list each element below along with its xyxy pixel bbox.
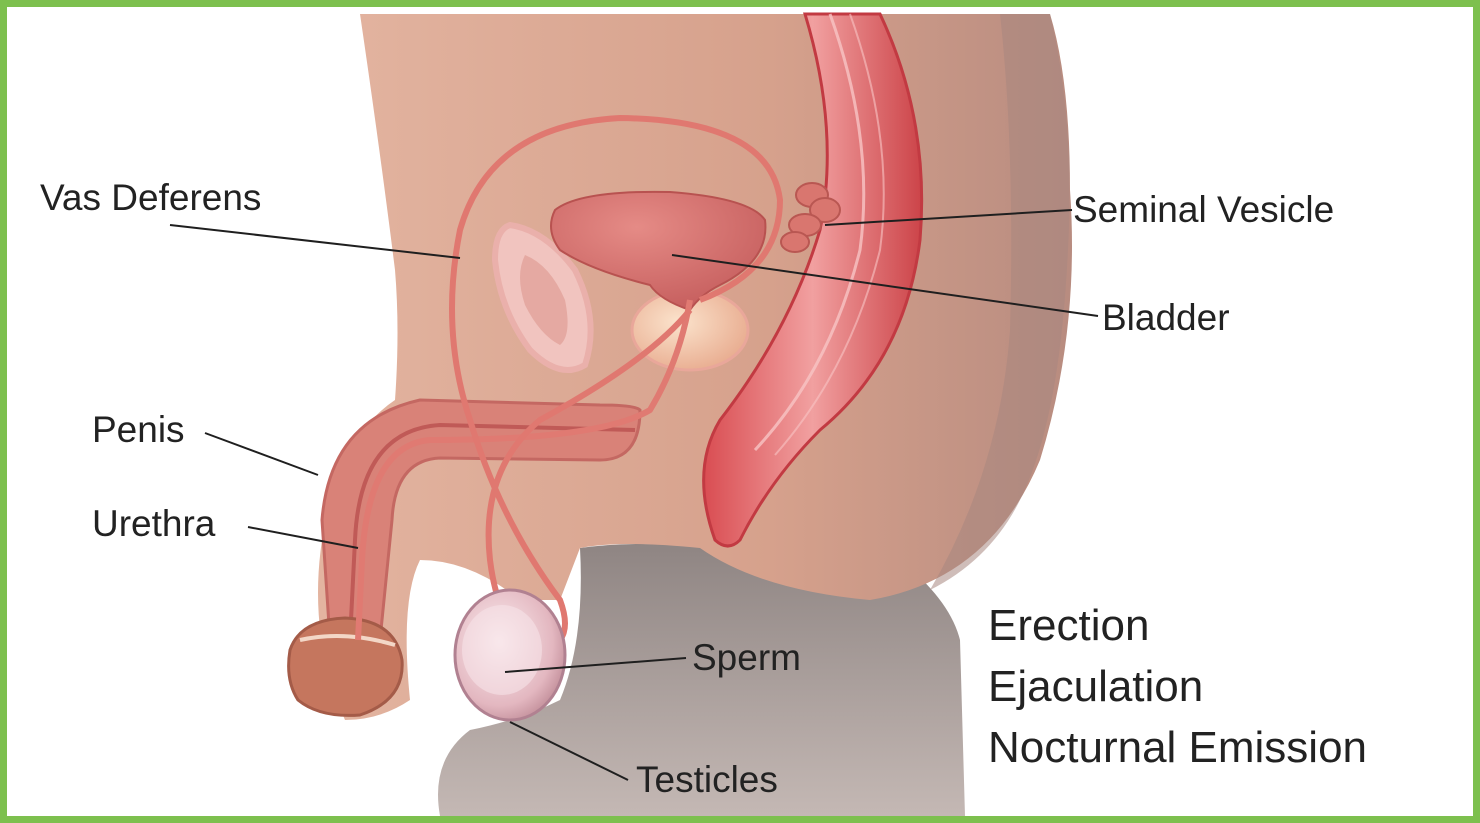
label-testicles: Testicles [636, 759, 778, 800]
label-bladder: Bladder [1102, 297, 1230, 338]
topic-ejaculation: Ejaculation [988, 662, 1203, 711]
label-vas-deferens: Vas Deferens [40, 177, 261, 218]
testicle-organ [455, 590, 565, 720]
label-urethra: Urethra [92, 503, 216, 544]
label-seminal-vesicle: Seminal Vesicle [1073, 189, 1334, 230]
label-penis: Penis [92, 409, 185, 450]
topic-erection: Erection [988, 601, 1149, 650]
leader-penis [205, 433, 318, 475]
label-sperm: Sperm [692, 637, 801, 678]
topic-nocturnal-emission: Nocturnal Emission [988, 723, 1367, 772]
